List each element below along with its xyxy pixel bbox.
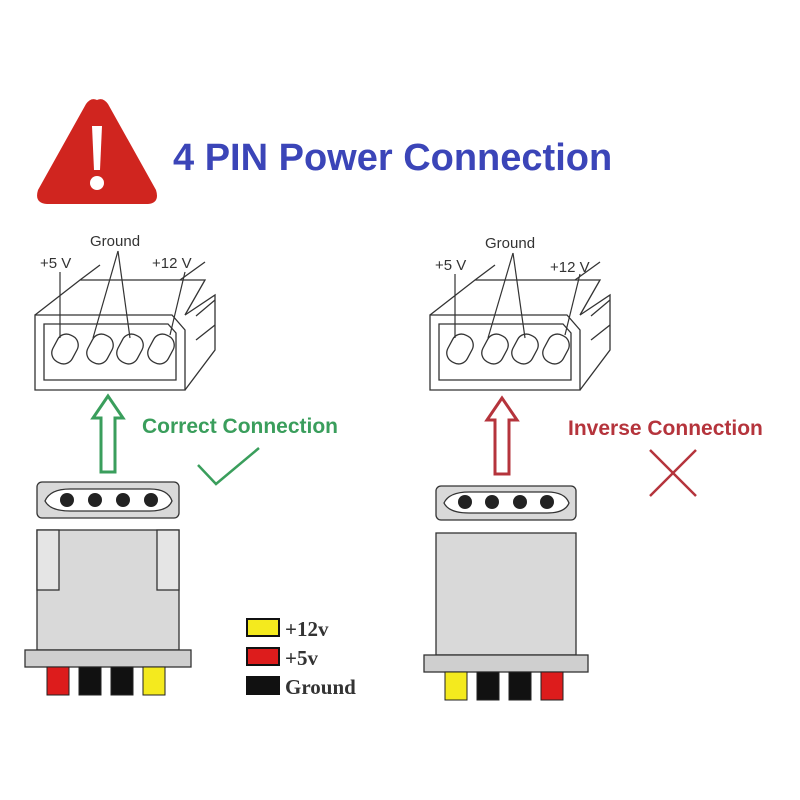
label-plus12-right: +12 V: [550, 259, 590, 276]
legend-swatch-red: [246, 647, 280, 666]
connector-plug-correct: [24, 481, 192, 696]
label-plus5-right: +5 V: [435, 257, 466, 274]
legend-swatch-black: [246, 676, 280, 695]
page-title: 4 PIN Power Connection: [173, 137, 612, 179]
wire-color-legend: +12v +5v Ground: [246, 617, 356, 699]
correct-wire-3-black: [110, 666, 134, 696]
socket-diagram-correct: +5 V Ground +12 V: [34, 233, 216, 391]
label-plus5-left: +5 V: [40, 255, 71, 272]
correct-wire-1-red: [46, 666, 70, 696]
label-plus12-left: +12 V: [152, 255, 192, 272]
socket-diagram-inverse: +5 V Ground +12 V: [429, 235, 611, 391]
inverse-wire-1-yellow: [444, 671, 468, 701]
inverse-wire-3-black: [508, 671, 532, 701]
legend-label-12v: +12v: [285, 617, 329, 641]
arrow-up-icon-inverse: [484, 395, 520, 476]
arrow-up-icon-correct: [90, 393, 126, 474]
inverse-wire-4-red: [540, 671, 564, 701]
cross-icon: [649, 449, 697, 497]
legend-label-ground: Ground: [285, 675, 356, 699]
check-icon: [197, 447, 260, 486]
label-ground-left: Ground: [90, 233, 140, 250]
legend-label-5v: +5v: [285, 646, 318, 670]
correct-wire-4-yellow: [142, 666, 166, 696]
correct-wire-2-black: [78, 666, 102, 696]
wires-correct: [46, 666, 166, 696]
caption-correct: Correct Connection: [142, 415, 338, 438]
label-ground-right: Ground: [485, 235, 535, 252]
caption-inverse: Inverse Connection: [568, 417, 763, 440]
connector-plug-inverse: [423, 485, 589, 701]
inverse-wire-2-black: [476, 671, 500, 701]
wires-inverse: [444, 671, 564, 701]
warning-triangle-icon: [37, 99, 157, 204]
legend-swatch-yellow: [246, 618, 280, 637]
